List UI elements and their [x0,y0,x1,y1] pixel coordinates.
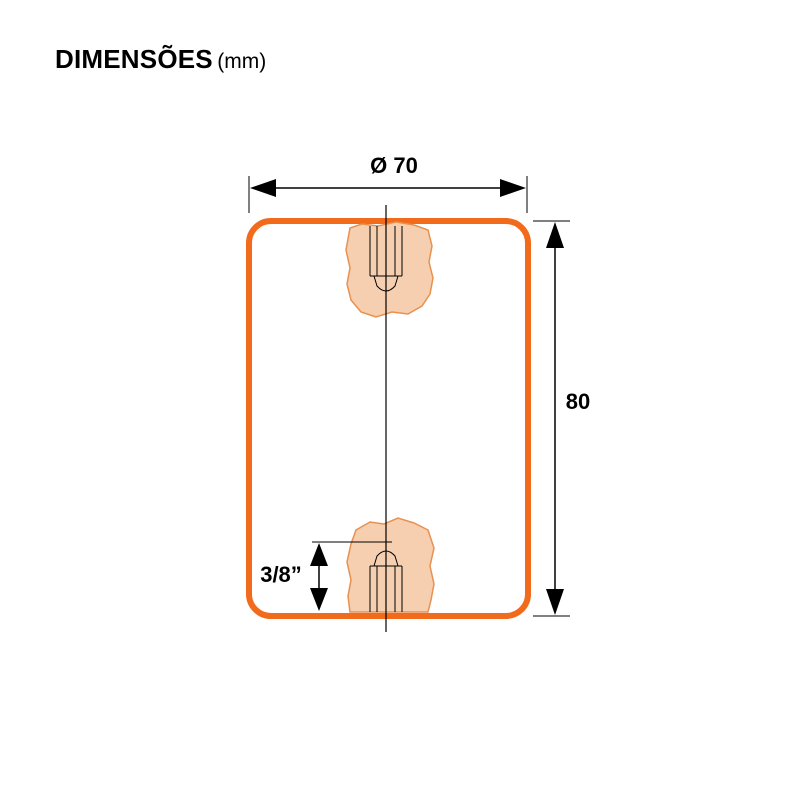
title-main: DIMENSÕES [55,44,213,74]
page-title: DIMENSÕES (mm) [55,44,266,75]
diameter-arrow-right [500,179,526,197]
top-insert [345,221,434,318]
top-bore [369,226,403,292]
thread-arrow-top [310,543,328,566]
title-unit: (mm) [217,50,267,73]
diameter-label: Ø 70 [370,153,418,178]
height-arrow-top [546,222,564,248]
wheel-outline [246,218,531,619]
height-dimension: 80 [533,220,590,617]
bottom-bore [369,550,403,612]
diameter-arrow-left [250,179,276,197]
bottom-insert [346,517,435,613]
thread-arrow-bottom [310,588,328,611]
height-label: 80 [566,389,590,414]
height-arrow-bottom [546,589,564,615]
thread-label: 3/8” [260,562,302,587]
thread-dimension: 3/8” [260,541,392,611]
diameter-dimension: Ø 70 [248,153,528,213]
